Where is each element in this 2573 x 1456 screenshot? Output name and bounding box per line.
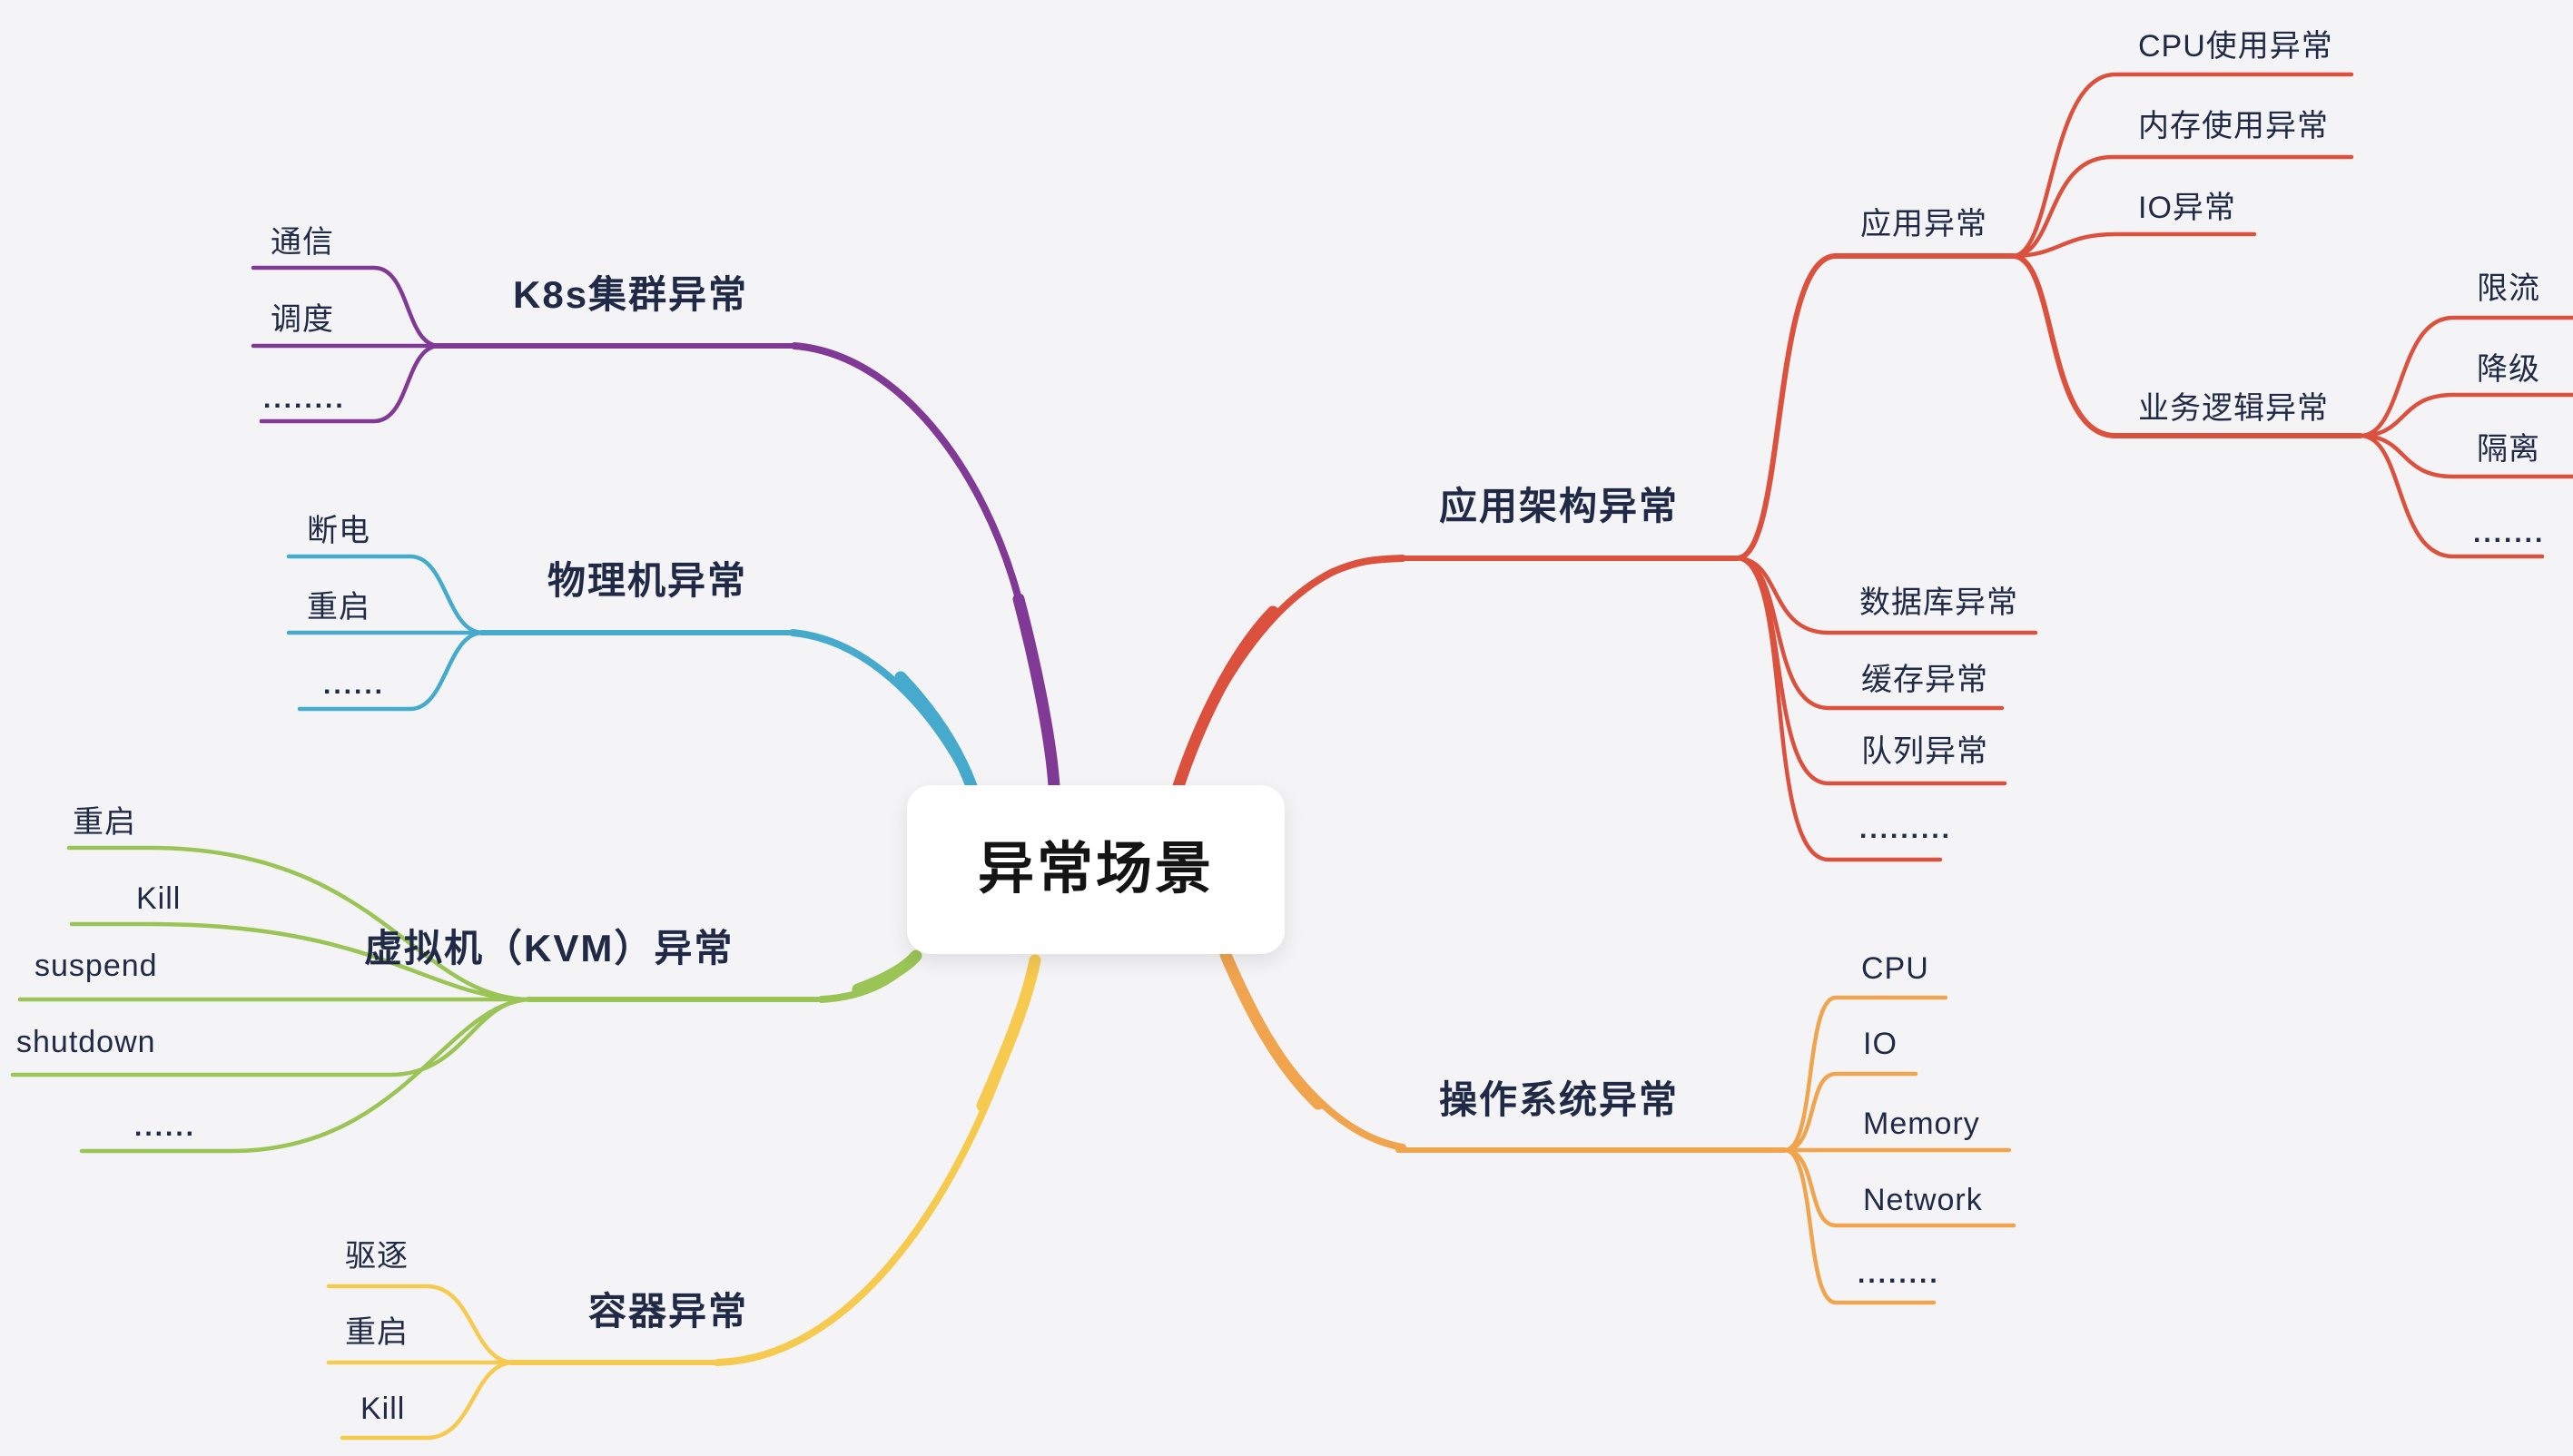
os-child-io-line (1782, 1071, 1918, 1153)
node-os-cpu[interactable]: CPU (1861, 951, 1929, 986)
node-kvm-kill[interactable]: Kill (136, 881, 182, 916)
node-physical-reboot[interactable]: 重启 (307, 590, 370, 625)
node-app-architecture[interactable]: 应用架构异常 (1439, 485, 1680, 527)
node-app-mem-usage[interactable]: 内存使用异常 (2138, 109, 2329, 143)
node-container-evict[interactable]: 驱逐 (345, 1239, 409, 1274)
k8s-child-dots-line (259, 343, 442, 424)
os-child-cpu-line (1782, 995, 1948, 1153)
node-os-dots[interactable]: ........ (1858, 1259, 1940, 1289)
container-child-evict-line (326, 1284, 517, 1365)
node-physical-power[interactable]: 断电 (307, 514, 370, 548)
node-biz-logic[interactable]: 业务逻辑异常 (2138, 391, 2329, 426)
node-k8s-sched[interactable]: 调度 (271, 302, 334, 337)
container-trunk-curve (714, 957, 1039, 1366)
node-kvm[interactable]: 虚拟机（KVM）异常 (364, 927, 734, 969)
node-container-kill[interactable]: Kill (360, 1392, 406, 1426)
os-trunk-thick (1219, 949, 1325, 1110)
node-biz-isolate[interactable]: 隔离 (2477, 432, 2540, 467)
node-biz-limit[interactable]: 限流 (2477, 271, 2540, 306)
k8s-trunk-curve (791, 342, 1058, 790)
biz-child-degrade-line (2358, 392, 2573, 438)
node-kvm-shutdown[interactable]: shutdown (16, 1025, 156, 1059)
physical-child-dots-line (297, 630, 486, 712)
biz-child-dots-line (2358, 433, 2545, 559)
biz-child-isolate-line (2358, 433, 2573, 479)
node-biz-dots[interactable]: ....... (2473, 518, 2546, 548)
os-child-network-line (1782, 1147, 2016, 1228)
node-app-exception[interactable]: 应用异常 (1860, 207, 1987, 241)
kvm-child-kill-line (69, 921, 533, 1002)
container-child-kill-line (340, 1360, 517, 1441)
node-app-cpu-usage[interactable]: CPU使用异常 (2138, 29, 2333, 64)
node-k8s-dots[interactable]: ........ (263, 384, 346, 414)
node-os[interactable]: 操作系统异常 (1439, 1078, 1680, 1121)
k8s-trunk-thick (1012, 593, 1060, 792)
node-queue-exception[interactable]: 队列异常 (1861, 734, 1988, 769)
biz-node-line (2010, 253, 2363, 438)
node-physical-dots[interactable]: ...... (323, 670, 386, 700)
node-kvm-suspend[interactable]: suspend (35, 949, 158, 983)
node-physical-machine[interactable]: 物理机异常 (547, 559, 748, 602)
apparch-child-dots-line (1734, 556, 1943, 862)
node-cache-exception[interactable]: 缓存异常 (1861, 663, 1988, 697)
app-node-line (1734, 253, 2016, 561)
node-k8s-comm[interactable]: 通信 (271, 225, 334, 260)
kvm-child-reboot-line (66, 845, 533, 1002)
os-trunk-curve (1222, 951, 1406, 1151)
app-child-mem-line (2010, 154, 2354, 259)
node-app-io[interactable]: IO异常 (2138, 191, 2236, 225)
kvm-trunk-thick (852, 949, 922, 996)
apparch-trunk-curve (1175, 555, 1406, 790)
app-child-cpu-line (2010, 72, 2354, 259)
node-kvm-reboot[interactable]: 重启 (73, 805, 136, 840)
node-apparch-dots[interactable]: ......... (1859, 814, 1953, 844)
physical-trunk-thick (894, 671, 978, 792)
app-child-io-line (2010, 231, 2257, 259)
physical-child-power-line (286, 554, 486, 635)
kvm-child-dots-line (79, 997, 533, 1154)
root-node[interactable]: 异常场景 (907, 785, 1285, 954)
physical-trunk-curve (789, 629, 975, 790)
node-biz-degrade[interactable]: 降级 (2477, 352, 2540, 387)
container-trunk-thick (976, 954, 1041, 1112)
os-child-dots-line (1782, 1147, 1937, 1305)
root-node-label: 异常场景 (977, 838, 1214, 900)
node-container-reboot[interactable]: 重启 (345, 1315, 409, 1350)
node-os-memory[interactable]: Memory (1863, 1107, 1980, 1141)
node-os-network[interactable]: Network (1863, 1183, 1983, 1217)
k8s-child-comm-line (251, 265, 442, 349)
node-db-exception[interactable]: 数据库异常 (1859, 585, 2018, 620)
apparch-trunk-thick (1172, 605, 1279, 792)
biz-child-limit-line (2358, 315, 2573, 438)
node-os-io[interactable]: IO (1863, 1027, 1898, 1061)
node-k8s-cluster[interactable]: K8s集群异常 (513, 273, 749, 316)
node-kvm-dots[interactable]: ...... (134, 1112, 197, 1142)
node-container[interactable]: 容器异常 (588, 1290, 749, 1333)
